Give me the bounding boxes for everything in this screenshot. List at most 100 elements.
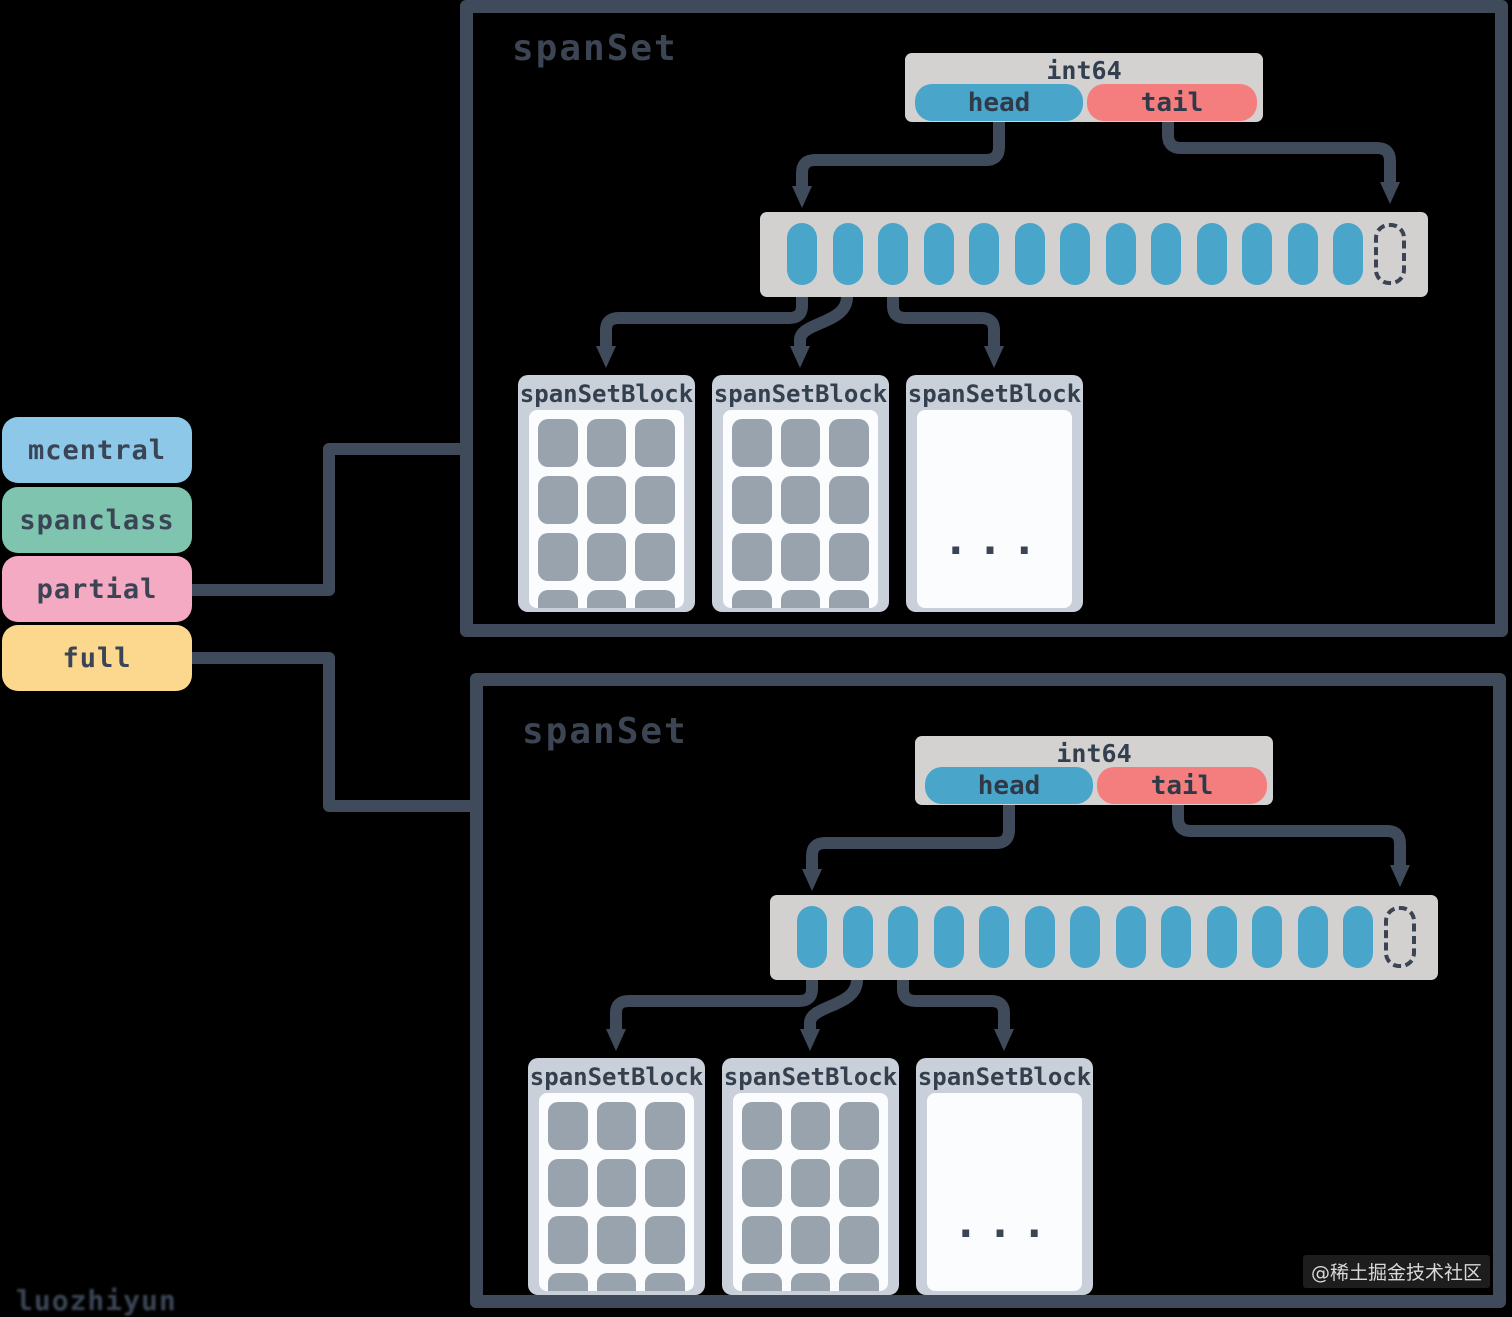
mspan-cell (829, 533, 869, 581)
span-pointer-slot (1116, 906, 1146, 968)
legend-item-spanclass: spanclass (2, 487, 192, 553)
tail-field: tail (1087, 84, 1257, 121)
mspan-cell (780, 533, 821, 581)
span-set-block-body: ... (927, 1093, 1082, 1291)
span-pointer-slot (934, 906, 964, 968)
mspan-cell (839, 1102, 879, 1150)
mspan-cell (839, 1216, 879, 1264)
span-pointer-slot (1015, 223, 1045, 285)
mspan-cell (829, 590, 869, 608)
mspan-cell (538, 476, 578, 524)
mspan-cell (742, 1159, 782, 1207)
legend-item-mcentral: mcentral (2, 417, 192, 483)
span-pointer-slot (969, 223, 999, 285)
mspan-cell (839, 1159, 879, 1207)
empty-slot-dashed (1384, 906, 1416, 968)
mspan-cell (790, 1216, 831, 1264)
mspan-cell (635, 590, 675, 608)
mspan-cell (596, 1216, 637, 1264)
span-pointer-slot (1060, 223, 1090, 285)
mspan-cell (635, 419, 675, 467)
mspan-cell (829, 419, 869, 467)
mspan-cell (596, 1273, 637, 1291)
legend-item-full: full (2, 625, 192, 691)
mspan-grid (733, 1093, 888, 1291)
span-pointer-slot (1298, 906, 1328, 968)
mspan-cell (780, 476, 821, 524)
mspan-cell (645, 1159, 685, 1207)
spanset-panel-0 (460, 0, 1508, 637)
span-pointer-slot (1252, 906, 1282, 968)
mspan-cell (742, 1216, 782, 1264)
span-pointer-slot (843, 906, 873, 968)
span-pointer-slot (1151, 223, 1181, 285)
connector-partial-to-spanset (192, 443, 466, 596)
mspan-grid (529, 410, 684, 608)
span-pointer-slot (1343, 906, 1373, 968)
mspan-cell (790, 1102, 831, 1150)
mspan-cell (839, 1273, 879, 1291)
span-set-block-2: spanSetBlock... (916, 1058, 1093, 1295)
span-set-block-title: spanSetBlock (713, 380, 888, 408)
span-set-block-body (539, 1093, 694, 1291)
mspan-cell (645, 1102, 685, 1150)
span-pointer-slot (1025, 906, 1055, 968)
span-set-block-title: spanSetBlock (917, 1063, 1092, 1091)
mspan-cell (596, 1102, 637, 1150)
span-pointer-slot (833, 223, 863, 285)
span-pointer-bar (770, 895, 1438, 980)
int64-label: int64 (1056, 739, 1132, 768)
span-set-block-title: spanSetBlock (529, 1063, 704, 1091)
mspan-cell (732, 476, 772, 524)
mspan-cell (586, 590, 627, 608)
mspan-cell (732, 419, 772, 467)
mspan-cell (586, 533, 627, 581)
mspan-cell (742, 1102, 782, 1150)
mspan-cell (732, 533, 772, 581)
span-set-block-title: spanSetBlock (519, 380, 694, 408)
mspan-cell (586, 419, 627, 467)
span-pointer-slot (878, 223, 908, 285)
ellipsis-more: ... (953, 1197, 1056, 1247)
span-set-block-title: spanSetBlock (723, 1063, 898, 1091)
span-set-block-body: ... (917, 410, 1072, 608)
spanset-panel-1 (470, 673, 1506, 1308)
mspan-cell (790, 1273, 831, 1291)
mspan-cell (596, 1159, 637, 1207)
empty-slot-dashed (1374, 223, 1406, 285)
span-pointer-slot (1333, 223, 1363, 285)
span-set-block-1: spanSetBlock (722, 1058, 899, 1295)
span-pointer-slot (1197, 223, 1227, 285)
connector-full-to-spanset (192, 652, 478, 812)
mspan-grid (539, 1093, 694, 1291)
span-pointer-slot (1106, 223, 1136, 285)
head-field: head (925, 767, 1093, 804)
span-pointer-bar (760, 212, 1428, 297)
span-set-block-body (529, 410, 684, 608)
span-pointer-slot (1161, 906, 1191, 968)
mspan-cell (538, 590, 578, 608)
span-set-block-1: spanSetBlock (712, 375, 889, 612)
span-pointer-slot (787, 223, 817, 285)
span-set-block-body (723, 410, 878, 608)
juejin-watermark: @稀土掘金技术社区 (1303, 1255, 1491, 1288)
span-set-block-body (733, 1093, 888, 1291)
legend-item-partial: partial (2, 556, 192, 622)
mspan-cell (742, 1273, 782, 1291)
mspan-cell (780, 419, 821, 467)
span-pointer-slot (1207, 906, 1237, 968)
mspan-cell (586, 476, 627, 524)
mspan-cell (635, 533, 675, 581)
span-pointer-slot (979, 906, 1009, 968)
panel-title: spanSet (522, 711, 688, 752)
span-set-block-title: spanSetBlock (907, 380, 1082, 408)
mspan-cell (548, 1273, 588, 1291)
mspan-cell (548, 1102, 588, 1150)
panel-title: spanSet (512, 28, 678, 69)
mspan-cell (829, 476, 869, 524)
span-pointer-slot (888, 906, 918, 968)
span-pointer-slot (1070, 906, 1100, 968)
head-field: head (915, 84, 1083, 121)
